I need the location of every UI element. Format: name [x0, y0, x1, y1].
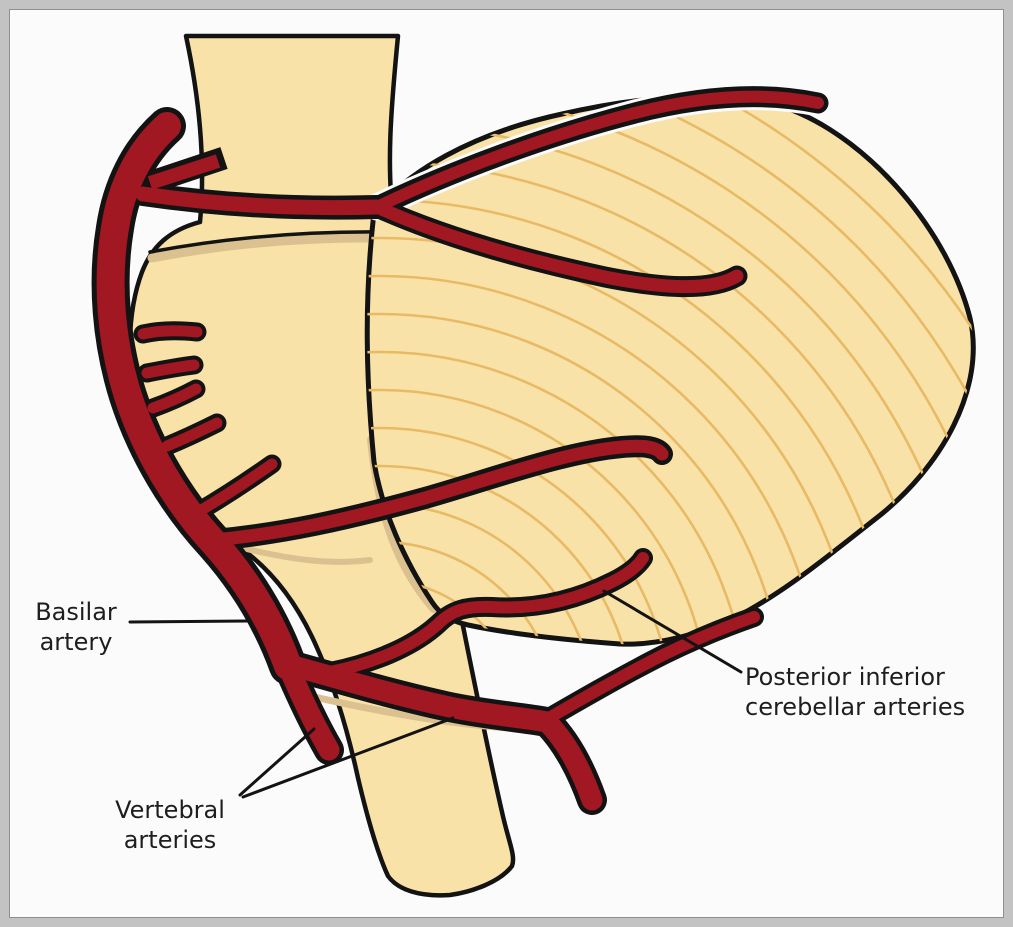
pontine-branch-4	[161, 417, 223, 452]
aica	[207, 439, 669, 547]
superior-cerebellar-artery	[371, 90, 824, 213]
basilar-leader-line	[128, 619, 249, 624]
midbrain-pons-fold-line	[148, 230, 390, 254]
basilar-artery	[96, 112, 302, 680]
vertebral-leader-line-left	[238, 727, 316, 797]
pica-leader-line	[602, 589, 743, 674]
posterior-cerebral-stub	[147, 154, 221, 190]
right-vertebral-artery	[275, 653, 603, 811]
pontine-branch-1	[137, 325, 203, 340]
vertebral-leader-line-right	[241, 716, 455, 799]
posterior-inferior-cerebellar-arteries-label: Posterior inferior cerebellar arteries	[745, 663, 966, 721]
pontine-branch-3	[147, 383, 202, 414]
basilar-artery-label: Basilar artery	[35, 598, 117, 656]
vertebral-arteries-label: Vertebral arteries	[115, 796, 225, 854]
pons-bottom-shadow	[227, 542, 373, 565]
superior-lower-branch	[370, 200, 744, 294]
superior-branch-trunk	[135, 186, 385, 216]
pica-2	[536, 611, 760, 728]
pontine-branch-2	[141, 359, 200, 379]
artery-red-layer	[96, 90, 824, 811]
pons-fold-shadow	[147, 233, 393, 263]
pontine-branch-5	[192, 458, 278, 518]
pica-1	[324, 552, 649, 678]
